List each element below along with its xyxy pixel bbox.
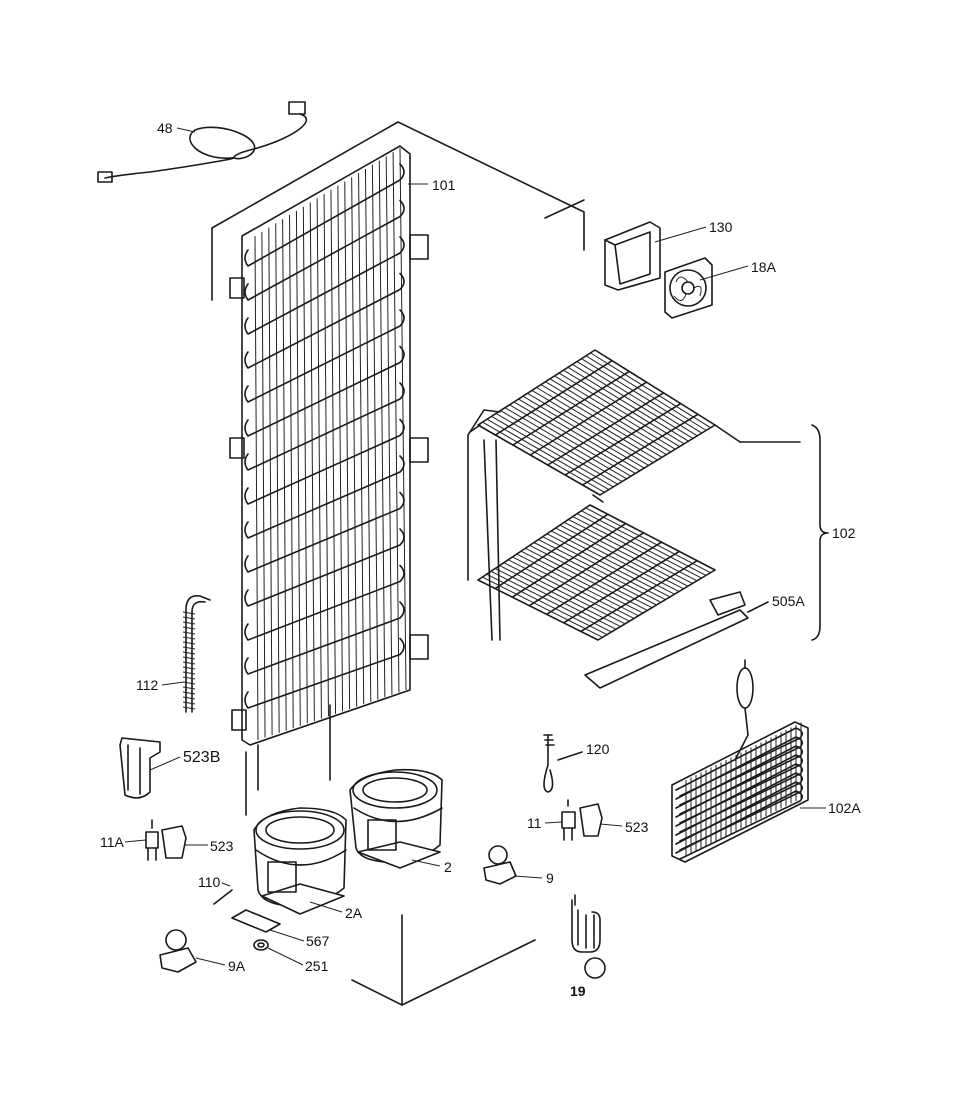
label-112: 112 bbox=[136, 677, 159, 693]
part-2-compressor bbox=[349, 768, 443, 869]
part-120-thermal-fuse bbox=[543, 734, 583, 793]
part-130-fan-housing bbox=[604, 221, 661, 291]
part-labels: 48 101 130 18A 102 505A 112 523B 120 102… bbox=[100, 120, 861, 999]
label-120: 120 bbox=[586, 741, 610, 757]
label-523-right: 523 bbox=[625, 819, 649, 835]
label-505a: 505A bbox=[772, 593, 805, 609]
condenser-coil bbox=[229, 145, 429, 816]
part-9-clamp bbox=[483, 845, 517, 885]
part-2a-compressor bbox=[253, 807, 347, 915]
part-11-relay bbox=[561, 799, 603, 841]
part-523b-bracket bbox=[119, 737, 161, 799]
label-19: 19 bbox=[570, 983, 586, 999]
part-505a-support-bar bbox=[584, 591, 769, 689]
part-251-nut bbox=[253, 939, 269, 951]
label-11: 11 bbox=[527, 815, 542, 831]
label-130: 130 bbox=[709, 219, 733, 235]
label-9a: 9A bbox=[228, 958, 246, 974]
part-19-heater-plug bbox=[571, 894, 606, 979]
part-11a-relay bbox=[145, 819, 187, 861]
label-251: 251 bbox=[305, 958, 329, 974]
label-523-left: 523 bbox=[210, 838, 234, 854]
label-110: 110 bbox=[198, 874, 221, 890]
label-11a: 11A bbox=[100, 834, 125, 850]
label-101: 101 bbox=[432, 177, 456, 193]
part-110-pin bbox=[213, 889, 233, 905]
part-567-plate bbox=[231, 909, 281, 933]
cabinet-outline bbox=[211, 121, 585, 1006]
leader-lines bbox=[124, 127, 826, 966]
label-102: 102 bbox=[832, 525, 856, 541]
label-48: 48 bbox=[157, 120, 173, 136]
part-9a-clamp bbox=[159, 929, 197, 973]
label-9: 9 bbox=[546, 870, 554, 886]
label-567: 567 bbox=[306, 933, 330, 949]
part-18a-fan bbox=[664, 257, 713, 319]
label-2a: 2A bbox=[345, 905, 363, 921]
label-102a: 102A bbox=[828, 800, 861, 816]
part-48-sensor-cable bbox=[97, 101, 308, 183]
part-112-drain-heater bbox=[182, 594, 211, 713]
part-102-evaporator-shelves bbox=[467, 349, 829, 641]
part-102a-evaporator-coil bbox=[671, 659, 809, 863]
label-18a: 18A bbox=[751, 259, 777, 275]
label-2: 2 bbox=[444, 859, 452, 875]
label-523b: 523B bbox=[183, 749, 220, 766]
